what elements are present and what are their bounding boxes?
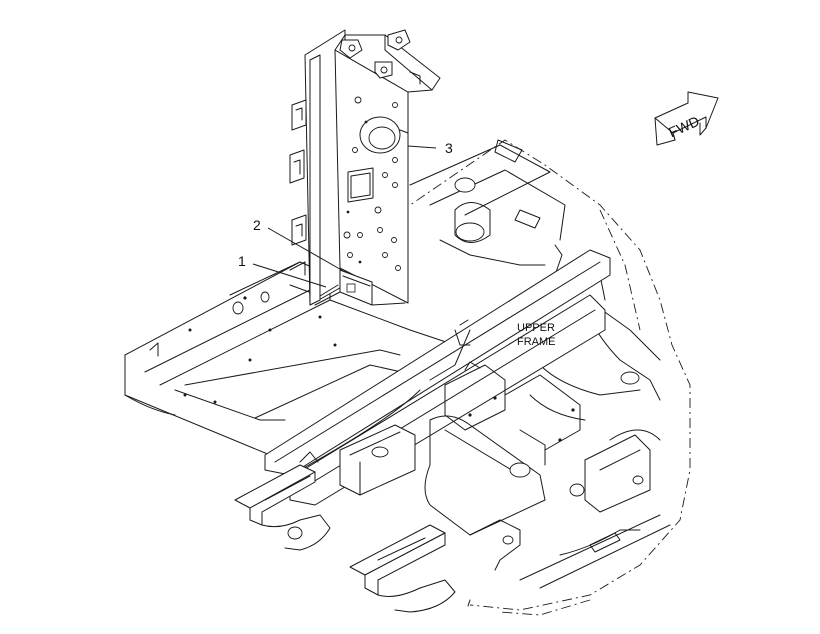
callout-2: 2 bbox=[253, 217, 261, 233]
upper-frame-label-line2: FRAME bbox=[517, 336, 556, 348]
leader-line-3 bbox=[407, 145, 437, 149]
callout-leaders bbox=[252, 145, 437, 288]
callout-3: 3 bbox=[445, 140, 453, 156]
upper-frame-outline bbox=[399, 139, 691, 611]
front-beams bbox=[234, 451, 521, 613]
callout-1: 1 bbox=[238, 253, 246, 269]
leader-line-1 bbox=[252, 263, 327, 288]
center-mount bbox=[339, 361, 671, 589]
leader-line-2 bbox=[267, 227, 346, 273]
upper-frame-label-line1: UPPER bbox=[517, 322, 555, 334]
vertical-mounting-plate bbox=[289, 29, 441, 306]
upper-frame bbox=[399, 139, 691, 616]
forward-arrow-icon: FWD bbox=[654, 91, 719, 146]
